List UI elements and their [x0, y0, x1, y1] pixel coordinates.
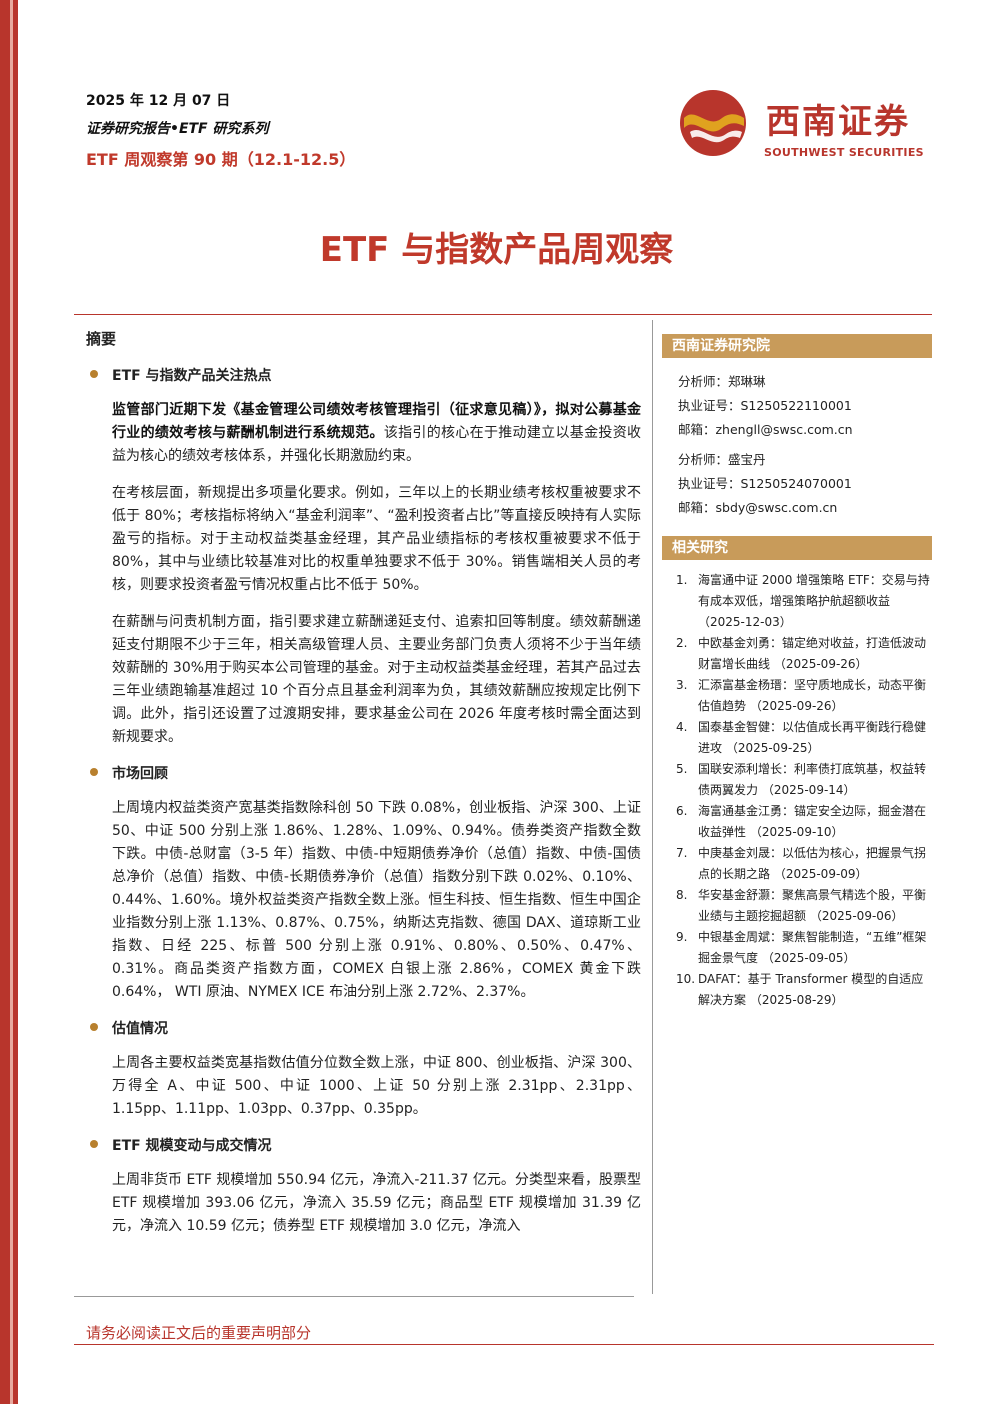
- section-heading: 估值情况: [86, 1018, 641, 1038]
- paragraph-text: 该指引的核心在于推动建立以基金投资收益为核心的绩效考核体系，并强化长期激励约束。: [112, 425, 642, 464]
- paragraph: 上周境内权益类资产宽基类指数除科创 50 下跌 0.08%，创业板指、沪深 30…: [86, 797, 641, 1004]
- paragraph: 上周各主要权益类宽基指数估值分位数全数上涨，中证 800、创业板指、沪深 300…: [86, 1052, 641, 1121]
- list-item-number: 6.: [676, 804, 688, 818]
- section-valuation: 估值情况 上周各主要权益类宽基指数估值分位数全数上涨，中证 800、创业板指、沪…: [86, 1018, 641, 1121]
- paragraph-text: 在薪酬与问责机制方面，指引要求建立薪酬递延支付、追索扣回等制度。绩效薪酬递延支付…: [112, 614, 641, 745]
- section-hotspot: ETF 与指数产品关注热点 监管部门近期下发《基金管理公司绩效考核管理指引（征求…: [86, 365, 641, 749]
- footer-divider: [74, 1344, 934, 1345]
- paragraph-text: 在考核层面，新规提出多项量化要求。例如，三年以上的长期业绩考核权重被要求不低于 …: [112, 485, 641, 593]
- left-accent-bar: [0, 0, 18, 1404]
- analyst-name: 分析师：郑琳琳: [678, 374, 766, 389]
- list-item-number: 7.: [676, 846, 688, 860]
- list-item[interactable]: 2. 中欧基金刘勇：锚定绝对收益，打造低波动财富增长曲线 （2025-09-26）: [676, 633, 932, 675]
- analyst-block: 分析师：郑琳琳 执业证号：S1250522110001 邮箱：zhengll@s…: [662, 370, 932, 442]
- list-item-number: 5.: [676, 762, 688, 776]
- section-heading: ETF 规模变动与成交情况: [86, 1135, 641, 1155]
- analyst-email[interactable]: 邮箱：sbdy@swsc.com.cn: [678, 500, 838, 515]
- left-accent-stripe: [10, 0, 13, 1404]
- list-item-text: 中欧基金刘勇：锚定绝对收益，打造低波动财富增长曲线 （2025-09-26）: [698, 636, 927, 671]
- paragraph-text: 上周境内权益类资产宽基类指数除科创 50 下跌 0.08%，创业板指、沪深 30…: [112, 800, 641, 1000]
- section-heading-text: 估值情况: [112, 1021, 168, 1037]
- section-heading-text: 市场回顾: [112, 766, 168, 782]
- list-item-text: 国联安添利增长：利率债打底筑基，权益转债两翼发力 （2025-09-14）: [698, 762, 927, 797]
- analyst-block: 分析师：盛宝丹 执业证号：S1250524070001 邮箱：sbdy@swsc…: [662, 448, 932, 520]
- list-item-number: 3.: [676, 678, 688, 692]
- bullet-dot-icon: [90, 768, 98, 776]
- paragraph: 在薪酬与问责机制方面，指引要求建立薪酬递延支付、追索扣回等制度。绩效薪酬递延支付…: [86, 611, 641, 749]
- list-item[interactable]: 3. 汇添富基金杨瑨：坚守质地成长，动态平衡估值趋势 （2025-09-26）: [676, 675, 932, 717]
- analyst-name: 分析师：盛宝丹: [678, 452, 766, 467]
- header-divider: [74, 314, 932, 315]
- list-item-number: 8.: [676, 888, 688, 902]
- related-research-list: 1. 海富通中证 2000 增强策略 ETF：交易与持有成本双低，增强策略护航超额…: [662, 570, 932, 1011]
- list-item-text: 海富通基金江勇：锚定安全边际，掘金潜在收益弹性 （2025-09-10）: [698, 804, 927, 839]
- paragraph: 监管部门近期下发《基金管理公司绩效考核管理指引（征求意见稿）》，拟对公募基金行业…: [86, 399, 641, 468]
- list-item[interactable]: 1. 海富通中证 2000 增强策略 ETF：交易与持有成本双低，增强策略护航超额…: [676, 570, 932, 633]
- section-etf-scale: ETF 规模变动与成交情况 上周非货币 ETF 规模增加 550.94 亿元，净…: [86, 1135, 641, 1238]
- list-item-text: 海富通中证 2000 增强策略 ETF：交易与持有成本双低，增强策略护航超额收益…: [698, 573, 930, 629]
- section-heading: ETF 与指数产品关注热点: [86, 365, 641, 385]
- section-heading-text: ETF 规模变动与成交情况: [112, 1138, 272, 1154]
- list-item[interactable]: 10.DAFAT：基于 Transformer 模型的自适应解决方案 （2025…: [676, 969, 932, 1011]
- list-item-number: 1.: [676, 573, 688, 587]
- report-issue: ETF 周观察第 90 期（12.1-12.5）: [86, 150, 356, 169]
- bullet-dot-icon: [90, 370, 98, 378]
- list-item[interactable]: 5. 国联安添利增长：利率债打底筑基，权益转债两翼发力 （2025-09-14）: [676, 759, 932, 801]
- list-item-text: 国泰基金智健：以估值成长再平衡践行稳健进攻 （2025-09-25）: [698, 720, 927, 755]
- abstract-column: 摘要 ETF 与指数产品关注热点 监管部门近期下发《基金管理公司绩效考核管理指引…: [86, 328, 641, 1252]
- paragraph-text: 上周各主要权益类宽基指数估值分位数全数上涨，中证 800、创业板指、沪深 300…: [112, 1055, 641, 1117]
- section-heading: 市场回顾: [86, 763, 641, 783]
- paragraph-bold-lead: 监管部门近期下发《基金管理公司绩效考核管理指引（征求意见稿）》，拟对公募基金行业…: [112, 402, 641, 441]
- list-item-number: 9.: [676, 930, 688, 944]
- bullet-dot-icon: [90, 1023, 98, 1031]
- report-date: 2025 年 12 月 07 日: [86, 93, 231, 109]
- list-item[interactable]: 8. 华安基金舒灏：聚焦高景气精选个股，平衡业绩与主题挖掘超额 （2025-09-…: [676, 885, 932, 927]
- section-heading-text: ETF 与指数产品关注热点: [112, 368, 272, 384]
- related-research-banner: 相关研究: [662, 536, 932, 560]
- list-item-text: 中银基金周斌：聚焦智能制造，“五维”框架掘金景气度 （2025-09-05）: [698, 930, 927, 965]
- section-market-review: 市场回顾 上周境内权益类资产宽基类指数除科创 50 下跌 0.08%，创业板指、…: [86, 763, 641, 1004]
- logo-name-cn: 西南证券: [766, 102, 910, 142]
- analyst-license: 执业证号：S1250524070001: [678, 476, 852, 491]
- list-item-number: 10.: [676, 972, 696, 986]
- list-item[interactable]: 9. 中银基金周斌：聚焦智能制造，“五维”框架掘金景气度 （2025-09-05）: [676, 927, 932, 969]
- list-item-number: 4.: [676, 720, 688, 734]
- content-bottom-divider: [74, 1296, 634, 1297]
- sidebar: 西南证券研究院 分析师：郑琳琳 执业证号：S1250522110001 邮箱：z…: [662, 334, 932, 1011]
- list-item-text: DAFAT：基于 Transformer 模型的自适应解决方案 （2025-08…: [698, 972, 924, 1007]
- abstract-heading: 摘要: [86, 330, 117, 348]
- institute-banner: 西南证券研究院: [662, 334, 932, 358]
- report-series: 证券研究报告•ETF 研究系列: [86, 121, 269, 137]
- list-item-text: 中庚基金刘晟：以低估为核心，把握景气拐点的长期之路 （2025-09-09）: [698, 846, 927, 881]
- logo-name-en: SOUTHWEST SECURITIES: [764, 146, 924, 159]
- footer-disclaimer: 请务必阅读正文后的重要声明部分: [86, 1324, 312, 1342]
- list-item[interactable]: 6. 海富通基金江勇：锚定安全边际，掘金潜在收益弹性 （2025-09-10）: [676, 801, 932, 843]
- paragraph-text: 上周非货币 ETF 规模增加 550.94 亿元，净流入-211.37 亿元。分…: [112, 1172, 641, 1234]
- page-title: ETF 与指数产品周观察: [319, 230, 674, 270]
- paragraph: 上周非货币 ETF 规模增加 550.94 亿元，净流入-211.37 亿元。分…: [86, 1169, 641, 1238]
- bullet-dot-icon: [90, 1140, 98, 1148]
- paragraph: 在考核层面，新规提出多项量化要求。例如，三年以上的长期业绩考核权重被要求不低于 …: [86, 482, 641, 597]
- list-item[interactable]: 4. 国泰基金智健：以估值成长再平衡践行稳健进攻 （2025-09-25）: [676, 717, 932, 759]
- company-logo: 西南证券 SOUTHWEST SECURITIES: [678, 88, 928, 160]
- list-item-number: 2.: [676, 636, 688, 650]
- analyst-license: 执业证号：S1250522110001: [678, 398, 852, 413]
- logo-emblem-icon: [680, 90, 746, 156]
- column-divider: [652, 320, 653, 1294]
- list-item-text: 华安基金舒灏：聚焦高景气精选个股，平衡业绩与主题挖掘超额 （2025-09-06…: [698, 888, 927, 923]
- analyst-email[interactable]: 邮箱：zhengll@swsc.com.cn: [678, 422, 853, 437]
- list-item-text: 汇添富基金杨瑨：坚守质地成长，动态平衡估值趋势 （2025-09-26）: [698, 678, 927, 713]
- list-item[interactable]: 7. 中庚基金刘晟：以低估为核心，把握景气拐点的长期之路 （2025-09-09）: [676, 843, 932, 885]
